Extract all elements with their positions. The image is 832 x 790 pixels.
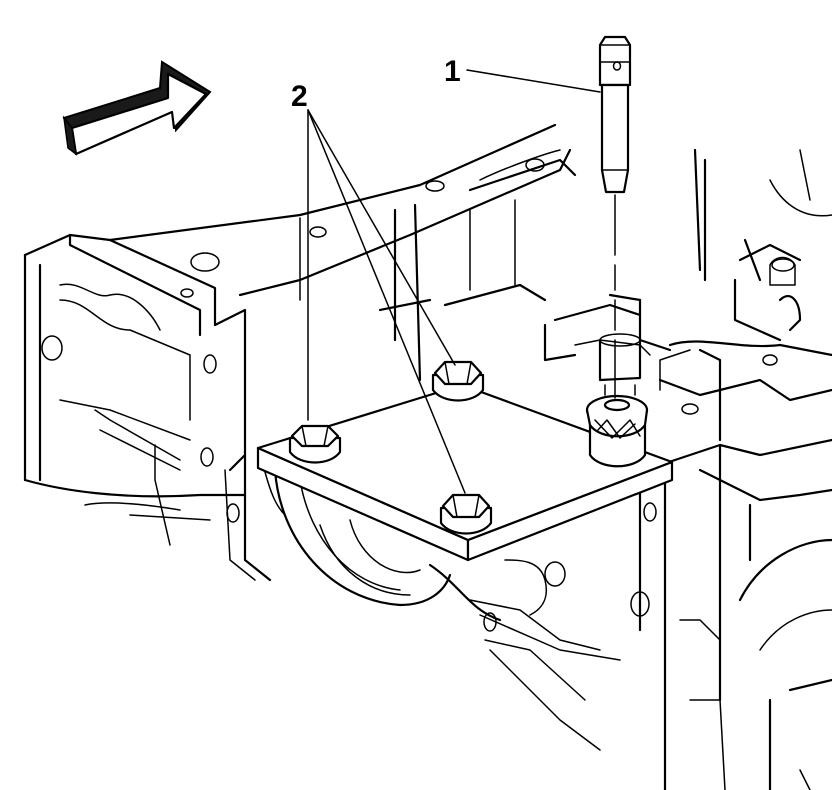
callout-1-leader: [466, 69, 601, 93]
front-direction-arrow-icon: [62, 60, 212, 156]
engine-block: [23, 123, 832, 790]
bolt-front-right-icon: [439, 493, 493, 535]
guide-bushing: [574, 333, 651, 468]
bolt-back-left-icon: [431, 360, 485, 402]
fixture-plate: [256, 383, 674, 562]
bolt-front-left-icon: [288, 424, 342, 464]
callout-2-leaders: [307, 109, 466, 494]
callout-number-1: 1: [444, 55, 461, 88]
callout-number-2: 2: [291, 80, 308, 113]
installer-tool: [598, 35, 632, 194]
